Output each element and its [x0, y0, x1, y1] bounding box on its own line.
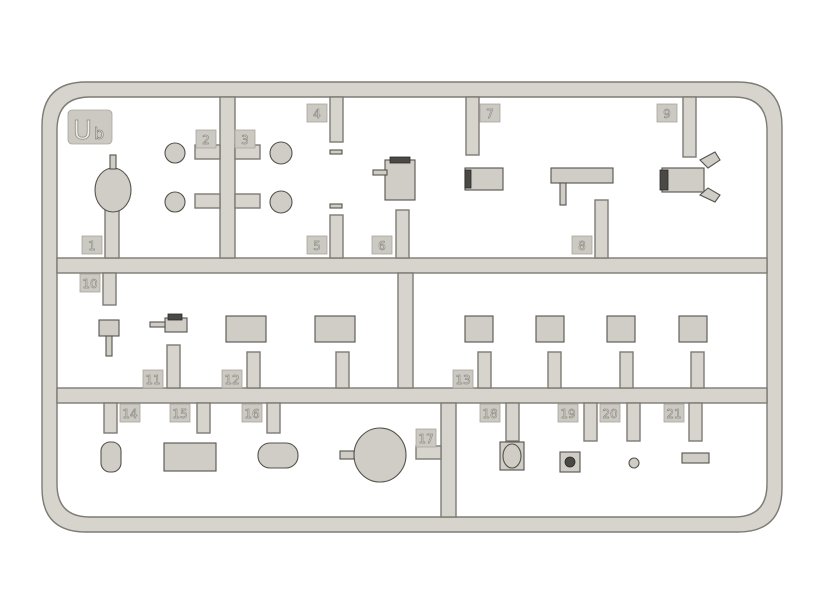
part-number: 5 [313, 239, 321, 253]
part-tag-9: 9 [656, 103, 678, 123]
part-13d [678, 315, 708, 343]
part-number: 19 [560, 407, 575, 421]
part-tag-13: 13 [452, 369, 474, 389]
part-number: 10 [82, 277, 97, 291]
part-10 [98, 319, 120, 337]
part-number: 14 [122, 407, 137, 421]
part-12a [225, 315, 267, 343]
part-tag-4: 4 [306, 103, 328, 123]
part-tag-14: 14 [119, 403, 141, 423]
part-21 [681, 452, 710, 464]
runner-vert-a [219, 96, 236, 259]
part-tag-19: 19 [557, 403, 579, 423]
part-13a [464, 315, 494, 343]
part-tag-8: 8 [571, 235, 593, 255]
part-5 [329, 203, 343, 209]
part-tag-11: 11 [142, 369, 164, 389]
part-number: 13 [455, 373, 470, 387]
part-tag-2: 2 [195, 129, 217, 149]
runner-vert-c [440, 402, 457, 518]
part-tag-16: 16 [241, 403, 263, 423]
part-tag-12: 12 [221, 369, 243, 389]
part-number: 17 [418, 432, 433, 446]
part-number: 15 [172, 407, 187, 421]
part-15 [163, 442, 217, 472]
part-number: 2 [202, 133, 210, 147]
part-20 [628, 457, 640, 469]
part-number: 8 [578, 239, 586, 253]
part-number: 18 [482, 407, 497, 421]
part-tag-3: 3 [234, 129, 256, 149]
part-number: 6 [378, 239, 386, 253]
sprue-code-sub: b [94, 124, 104, 143]
part-8 [550, 167, 614, 184]
part-number: 7 [486, 107, 494, 121]
part-17 [353, 427, 407, 483]
part-12b [314, 315, 356, 343]
part-2 [164, 142, 186, 164]
part-number: 11 [145, 373, 160, 387]
part-tag-15: 15 [169, 403, 191, 423]
part-1 [94, 167, 132, 213]
part-tag-21: 21 [663, 403, 685, 423]
parts [94, 141, 721, 483]
frame-outer [41, 81, 783, 533]
part-number: 9 [663, 107, 671, 121]
part-3 [269, 141, 293, 165]
part-4 [329, 149, 343, 155]
part-number: 3 [241, 133, 249, 147]
part-number: 21 [666, 407, 681, 421]
part-tag-6: 6 [371, 235, 393, 255]
part-tag-18: 18 [479, 403, 501, 423]
part-number: 4 [313, 107, 321, 121]
part-13c [606, 315, 636, 343]
part-16 [257, 442, 299, 469]
part-number: 1 [88, 239, 96, 253]
sprue-code-tag: U b [67, 109, 113, 146]
part-14 [100, 441, 122, 473]
part-tag-10: 10 [79, 273, 101, 293]
part-tag-1: 1 [81, 235, 103, 255]
sprue-frame [41, 81, 783, 533]
part-6 [384, 159, 416, 201]
part-13b [535, 315, 565, 343]
part-number: 16 [244, 407, 259, 421]
part-number: 20 [602, 407, 617, 421]
gates [102, 96, 705, 460]
part-number: 12 [224, 373, 239, 387]
part-tag-7: 7 [479, 103, 501, 123]
part-tag-17: 17 [415, 428, 437, 448]
runner-vert-b [397, 272, 414, 389]
sprue-code-letter: U [73, 116, 92, 146]
part-tag-20: 20 [599, 403, 621, 423]
part-tag-5: 5 [306, 235, 328, 255]
runner-upper [56, 257, 768, 274]
runner-lower [56, 387, 768, 404]
